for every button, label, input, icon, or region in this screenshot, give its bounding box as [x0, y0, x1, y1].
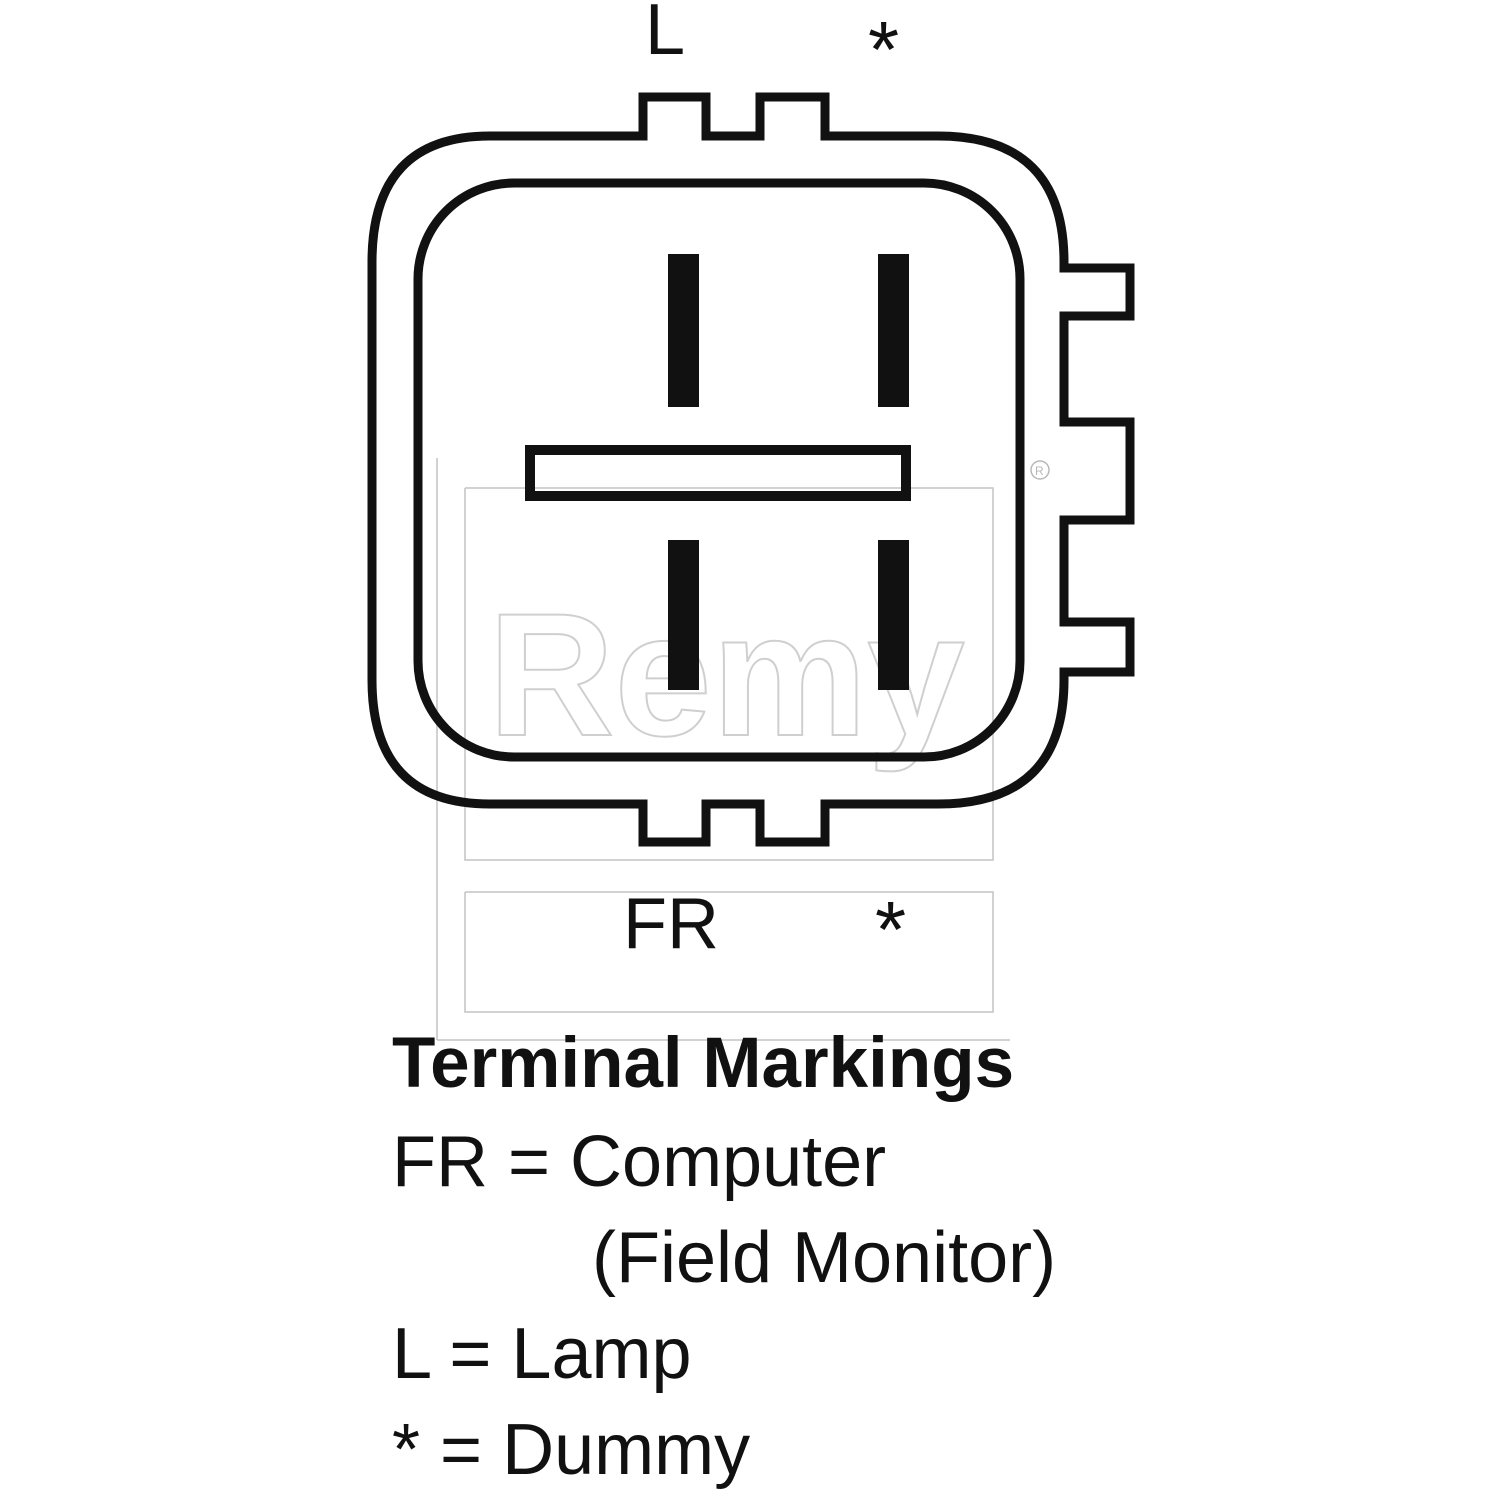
pin-bottom-right — [878, 540, 909, 690]
legend-item-fr-continued: (Field Monitor) — [592, 1218, 1057, 1298]
legend-title: Terminal Markings — [392, 1024, 1015, 1103]
connector-inner-cavity — [413, 178, 1025, 762]
center-key-bar — [525, 445, 911, 501]
watermark-logo: Remy — [436, 458, 1010, 1041]
pin-bottom-left — [668, 540, 699, 690]
connector-housing-outline — [367, 92, 1135, 847]
registered-mark — [1030, 460, 1050, 480]
terminal-label-dummy-bottom: * — [875, 885, 907, 974]
pin-top-left — [668, 254, 699, 407]
registered-mark-letter: R — [1035, 464, 1044, 478]
pin-top-right — [878, 254, 909, 407]
legend-item-fr: FR = Computer — [392, 1122, 887, 1202]
terminal-label-l: L — [645, 0, 686, 70]
legend-item-dummy: * = Dummy — [392, 1410, 751, 1490]
terminal-label-dummy-top: * — [868, 5, 900, 94]
terminal-label-fr: FR — [623, 884, 719, 964]
legend-item-l: L = Lamp — [392, 1314, 692, 1394]
